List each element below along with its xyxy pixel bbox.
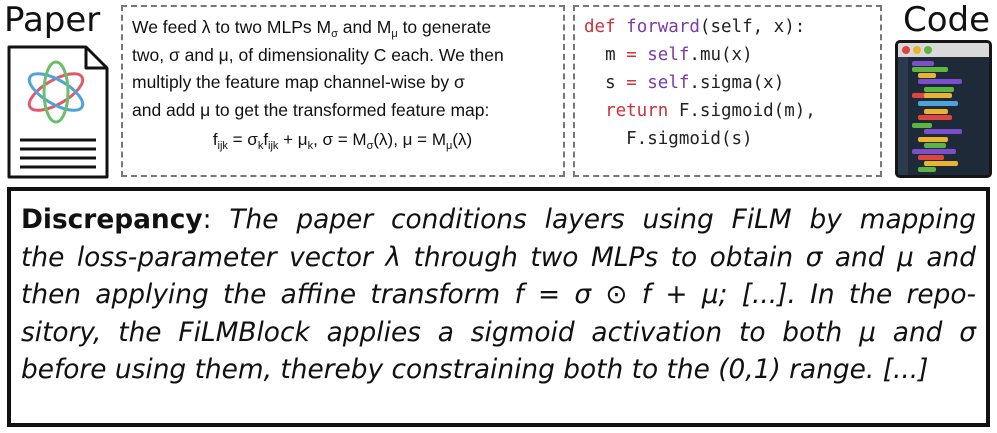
paper-excerpt-box: We feed λ to two MLPs Mσ and Mμ to gener… xyxy=(121,5,565,177)
close-dot-icon xyxy=(902,46,910,54)
code-line-bar xyxy=(918,101,958,106)
discrepancy-line: sitory, the FiLMBlock applies a sigmoid … xyxy=(21,316,976,348)
discrepancy-line: the loss-parameter vector λ through two … xyxy=(21,241,976,273)
paper-document-icon xyxy=(7,45,109,179)
code-line-bar xyxy=(918,79,962,84)
code-line-bar xyxy=(924,143,946,148)
code-line-bar xyxy=(924,161,958,166)
code-editor-screenshot-icon xyxy=(895,40,992,178)
code-line: def forward(self, x): xyxy=(584,17,806,37)
window-titlebar xyxy=(898,43,989,57)
code-line: return F.sigmoid(m), xyxy=(584,101,816,121)
maximize-dot-icon xyxy=(924,46,932,54)
code-line-bar xyxy=(918,73,936,78)
discrepancy-box: Discrepancy: The paper conditions layers… xyxy=(7,187,990,427)
code-heading: Code xyxy=(903,0,991,40)
code-line-bar xyxy=(924,109,948,114)
code-line: F.sigmoid(s) xyxy=(584,129,753,149)
code-line: m = self.mu(x) xyxy=(584,45,753,65)
paper-line: We feed λ to two MLPs Mσ and Mμ to gener… xyxy=(132,17,492,40)
code-line-bar xyxy=(918,115,952,120)
paper-excerpt-text: We feed λ to two MLPs Mσ and Mμ to gener… xyxy=(132,14,553,124)
discrepancy-line: before using them, thereby constraining … xyxy=(21,354,929,385)
paper-heading: Paper xyxy=(4,0,101,40)
code-line: s = self.sigma(x) xyxy=(584,73,785,93)
code-line-bar xyxy=(924,129,962,134)
code-line-bar xyxy=(924,87,954,92)
code-line-bar xyxy=(918,137,948,142)
code-excerpt-box: def forward(self, x): m = self.mu(x) s =… xyxy=(573,5,882,177)
paper-line: two, σ and μ, of dimensionality C each. … xyxy=(132,44,504,65)
minimize-dot-icon xyxy=(913,46,921,54)
line-number-gutter xyxy=(898,57,908,175)
film-formula: fijk = σkfijk + μk, σ = Mσ(λ), μ = Mμ(λ) xyxy=(212,130,473,152)
code-line-bar xyxy=(912,123,932,128)
paper-line: and add μ to get the transformed feature… xyxy=(132,99,490,120)
code-line-bar xyxy=(912,149,956,154)
code-line-bar xyxy=(912,61,934,66)
discrepancy-label: Discrepancy xyxy=(21,204,203,235)
code-line-bar xyxy=(918,155,944,160)
discrepancy-line: then applying the affine transform f = σ… xyxy=(21,279,976,310)
code-line-bar xyxy=(924,93,952,98)
code-line-bar xyxy=(918,167,936,172)
paper-line: multiply the feature map channel-wise by… xyxy=(132,72,465,92)
code-line-bar xyxy=(912,67,948,72)
discrepancy-line: Discrepancy: The paper conditions layers… xyxy=(21,204,976,235)
